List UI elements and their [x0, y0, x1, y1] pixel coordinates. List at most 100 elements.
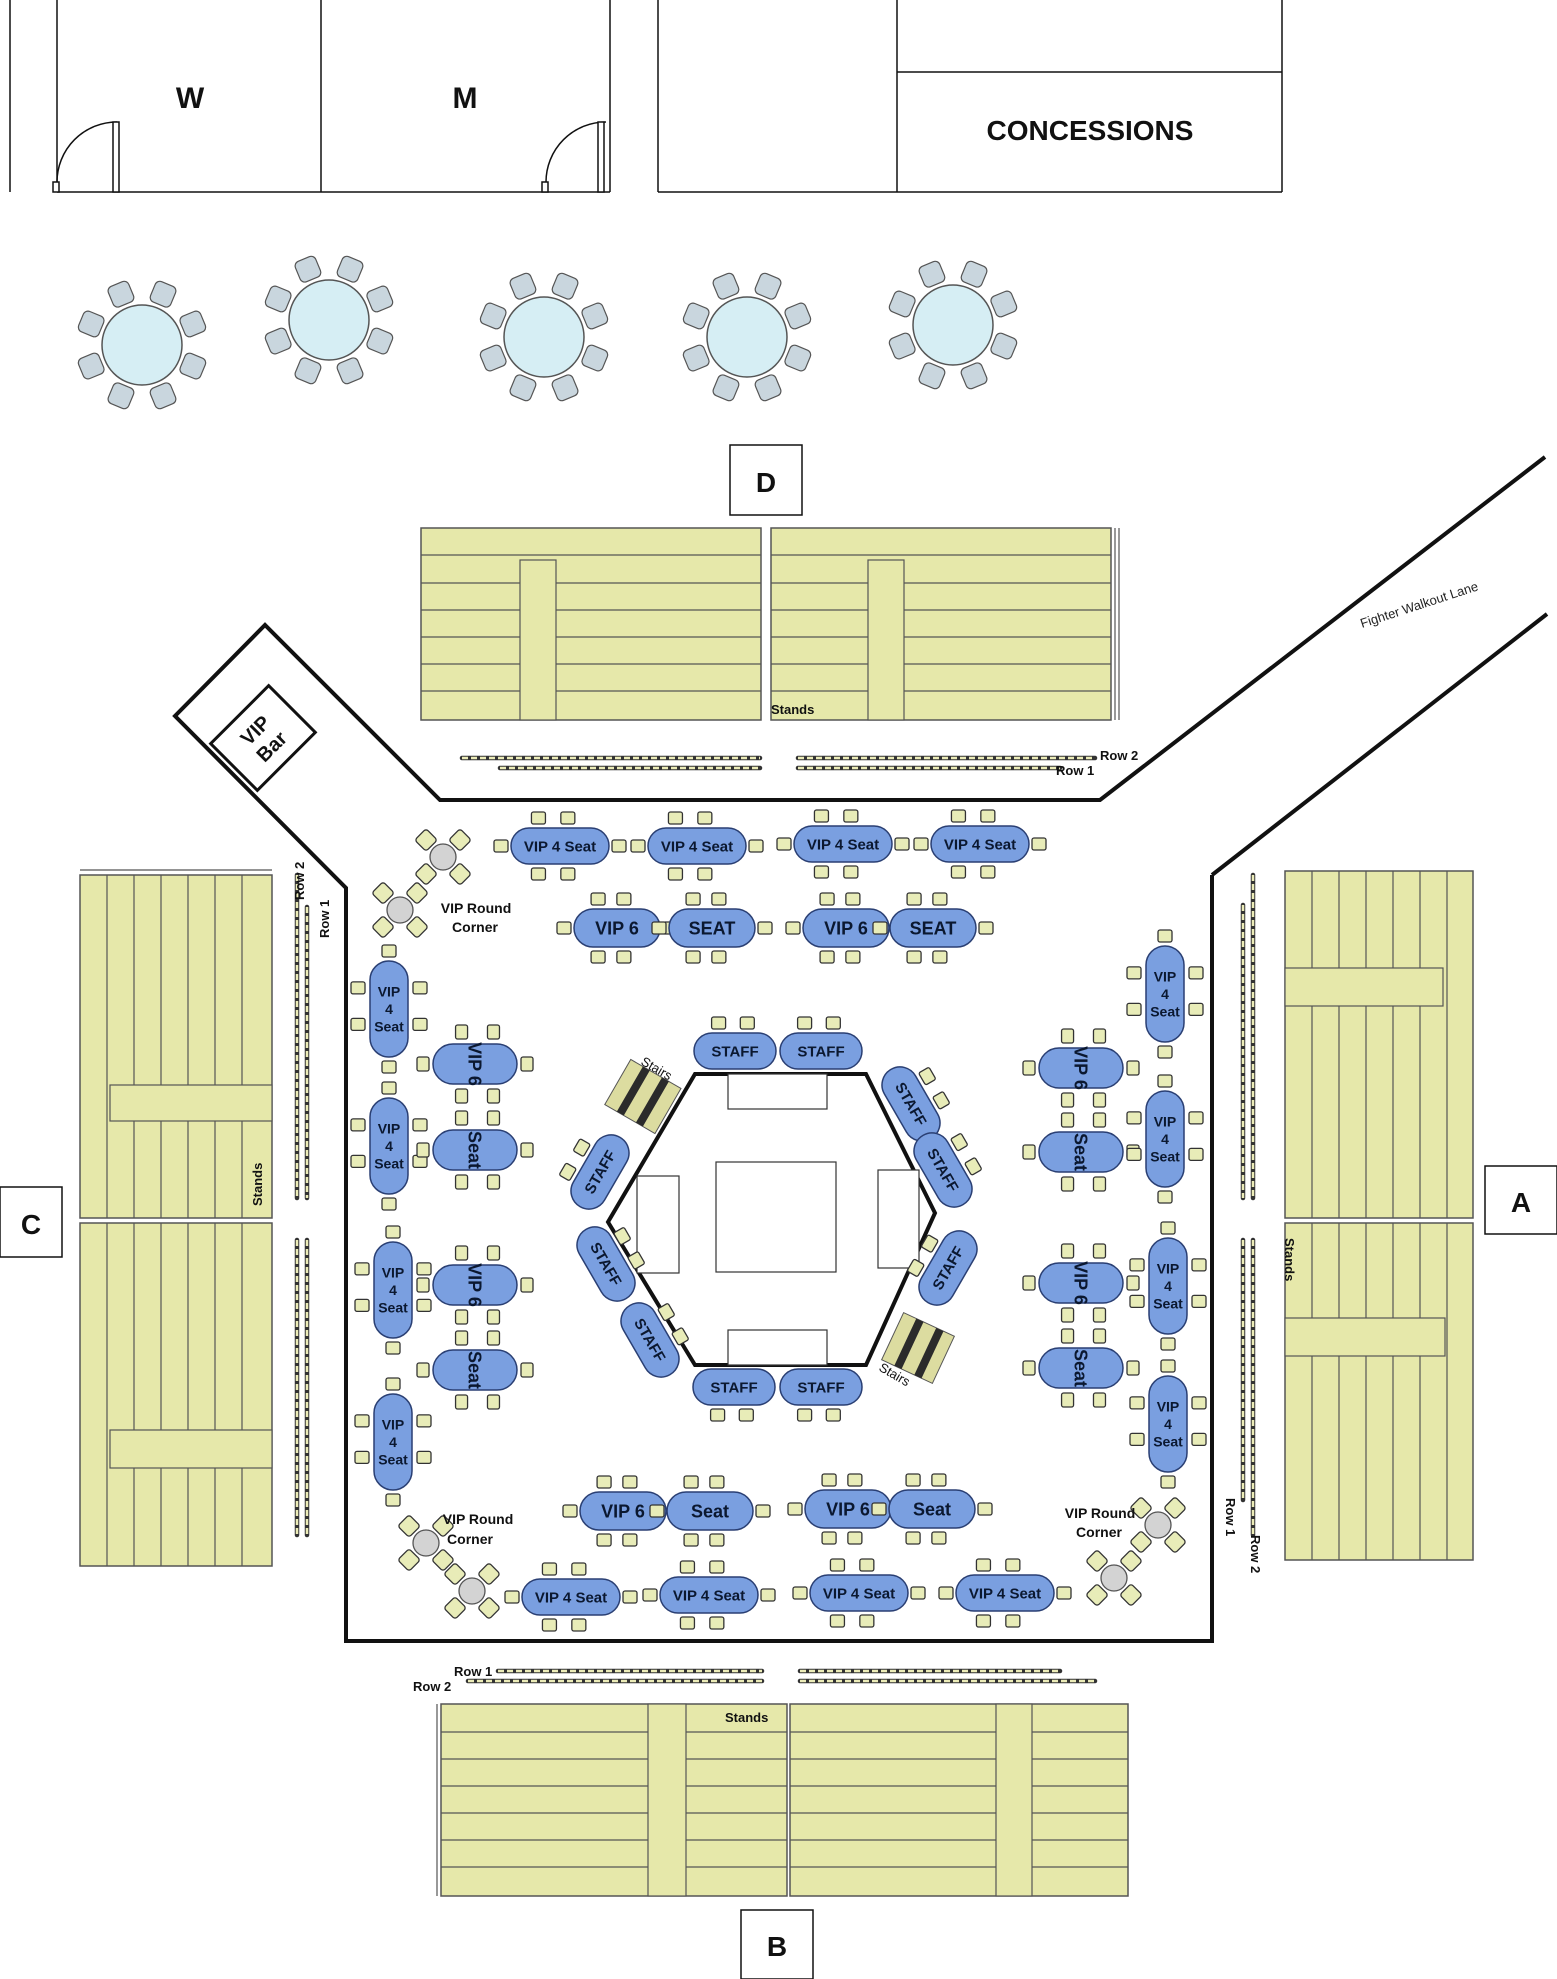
table-label: 4 — [385, 1001, 393, 1017]
vip-round-corner-table — [444, 1563, 500, 1619]
floor-table: Seat — [1022, 1112, 1140, 1192]
floor-table: VIP 4 Seat — [630, 811, 764, 881]
table-label: 4 — [389, 1282, 397, 1298]
vip-round-corner-table — [398, 1515, 454, 1571]
round-dining-table — [682, 272, 812, 402]
section-a-label: A — [1511, 1187, 1531, 1218]
south-row1-label: Row 1 — [454, 1664, 492, 1679]
floor-table: VIP 4 Seat — [642, 1560, 776, 1630]
west-row1-label: Row 1 — [317, 900, 332, 938]
arena-outline — [172, 455, 1549, 1643]
floor-table: VIP 6 — [785, 892, 907, 964]
round-dining-table — [479, 272, 609, 402]
floor-table: Seat — [649, 1475, 771, 1547]
stairs-north-west — [604, 1058, 682, 1135]
round-dining-table — [888, 260, 1018, 390]
table-label: Seat — [1071, 1349, 1091, 1387]
table-label: 4 — [385, 1138, 393, 1154]
floor-table: STAFF — [779, 1016, 863, 1070]
round-dining-table — [77, 280, 207, 410]
vip-round-corner-sw-line1: VIP Round — [443, 1511, 514, 1527]
section-a-marker: A — [1484, 1165, 1557, 1235]
vip-round-corner-table — [1130, 1497, 1186, 1553]
table-label: Seat — [378, 1451, 408, 1467]
table-label: VIP 6 — [465, 1042, 485, 1086]
east-row2-label: Row 2 — [1248, 1535, 1263, 1573]
floor-table: VIP 6 — [562, 1475, 684, 1547]
floor-table: VIP 4 Seat — [792, 1558, 926, 1628]
section-d-label: D — [756, 467, 776, 498]
vip-round-corner-table — [415, 829, 471, 885]
table-label: VIP — [382, 1416, 405, 1432]
floor-table: SEAT — [872, 892, 994, 964]
floor-table: VIP 4 Seat — [938, 1558, 1072, 1628]
round-dining-table — [264, 255, 394, 385]
stands-north-label: Stands — [771, 702, 814, 717]
stands-south-label: Stands — [725, 1710, 768, 1725]
table-label: VIP 6 — [824, 918, 868, 938]
table-label: VIP 4 Seat — [524, 838, 596, 855]
table-label: VIP 6 — [465, 1263, 485, 1307]
floor-table: VIP 6 — [416, 1024, 534, 1104]
section-b-marker: B — [740, 1909, 814, 1979]
table-label: VIP — [1157, 1398, 1180, 1414]
table-label: Seat — [1150, 1003, 1180, 1019]
north-row2-label: Row 2 — [1100, 748, 1138, 763]
floor-table: Seat — [1022, 1328, 1140, 1408]
table-label: VIP 6 — [601, 1501, 645, 1521]
floor-table: VIP 4 Seat — [913, 809, 1047, 879]
floor-table: STAFF — [693, 1016, 777, 1070]
table-label: STAFF — [797, 1379, 844, 1396]
table-label: Seat — [374, 1155, 404, 1171]
table-label: 4 — [389, 1434, 397, 1450]
stands-east-label: Stands — [1282, 1238, 1297, 1281]
stands-north — [420, 527, 1120, 721]
table-label: 4 — [1161, 986, 1169, 1002]
row-seating-strips — [294, 755, 1256, 1684]
floor-table: STAFF — [692, 1368, 776, 1422]
floor-table: STAFF — [779, 1368, 863, 1422]
section-b-label: B — [767, 1931, 787, 1962]
table-label: VIP 4 Seat — [944, 836, 1016, 853]
table-label: VIP 6 — [1071, 1046, 1091, 1090]
floor-table: STAFF — [881, 1066, 950, 1142]
east-row1-label: Row 1 — [1223, 1498, 1238, 1536]
floor-table: VIP 6 — [787, 1473, 909, 1545]
table-label: VIP 6 — [826, 1499, 870, 1519]
table-label: VIP 4 Seat — [969, 1585, 1041, 1602]
south-row2-label: Row 2 — [413, 1679, 451, 1694]
table-label: SEAT — [689, 918, 736, 938]
floor-table: VIP 6 — [1022, 1243, 1140, 1323]
stands-south — [436, 1703, 1129, 1897]
floor-table: Seat — [871, 1473, 993, 1545]
table-label: VIP — [1154, 1113, 1177, 1129]
cage — [605, 1072, 938, 1367]
section-d-marker: D — [729, 444, 803, 516]
table-label: VIP — [382, 1264, 405, 1280]
table-label: SEAT — [910, 918, 957, 938]
table-label: VIP 6 — [1071, 1261, 1091, 1305]
table-label: Seat — [378, 1299, 408, 1315]
table-label: 4 — [1164, 1278, 1172, 1294]
vip-round-corner-nw-line2: Corner — [452, 919, 498, 935]
table-label: 4 — [1164, 1416, 1172, 1432]
table-label: Seat — [1150, 1148, 1180, 1164]
table-label: STAFF — [710, 1379, 757, 1396]
table-label: VIP 4 Seat — [673, 1587, 745, 1604]
vip-round-corner-se-line1: VIP Round — [1065, 1505, 1136, 1521]
floor-table: Seat — [416, 1330, 534, 1410]
table-label: 4 — [1161, 1131, 1169, 1147]
stairs-south-east — [880, 1311, 956, 1385]
table-label: VIP — [378, 983, 401, 999]
round-dining-tables — [77, 255, 1018, 410]
restrooms-block — [9, 0, 611, 193]
vip-round-corner-tables — [372, 829, 1186, 1619]
table-label: VIP 6 — [595, 918, 639, 938]
floor-table: STAFF — [576, 1226, 645, 1302]
